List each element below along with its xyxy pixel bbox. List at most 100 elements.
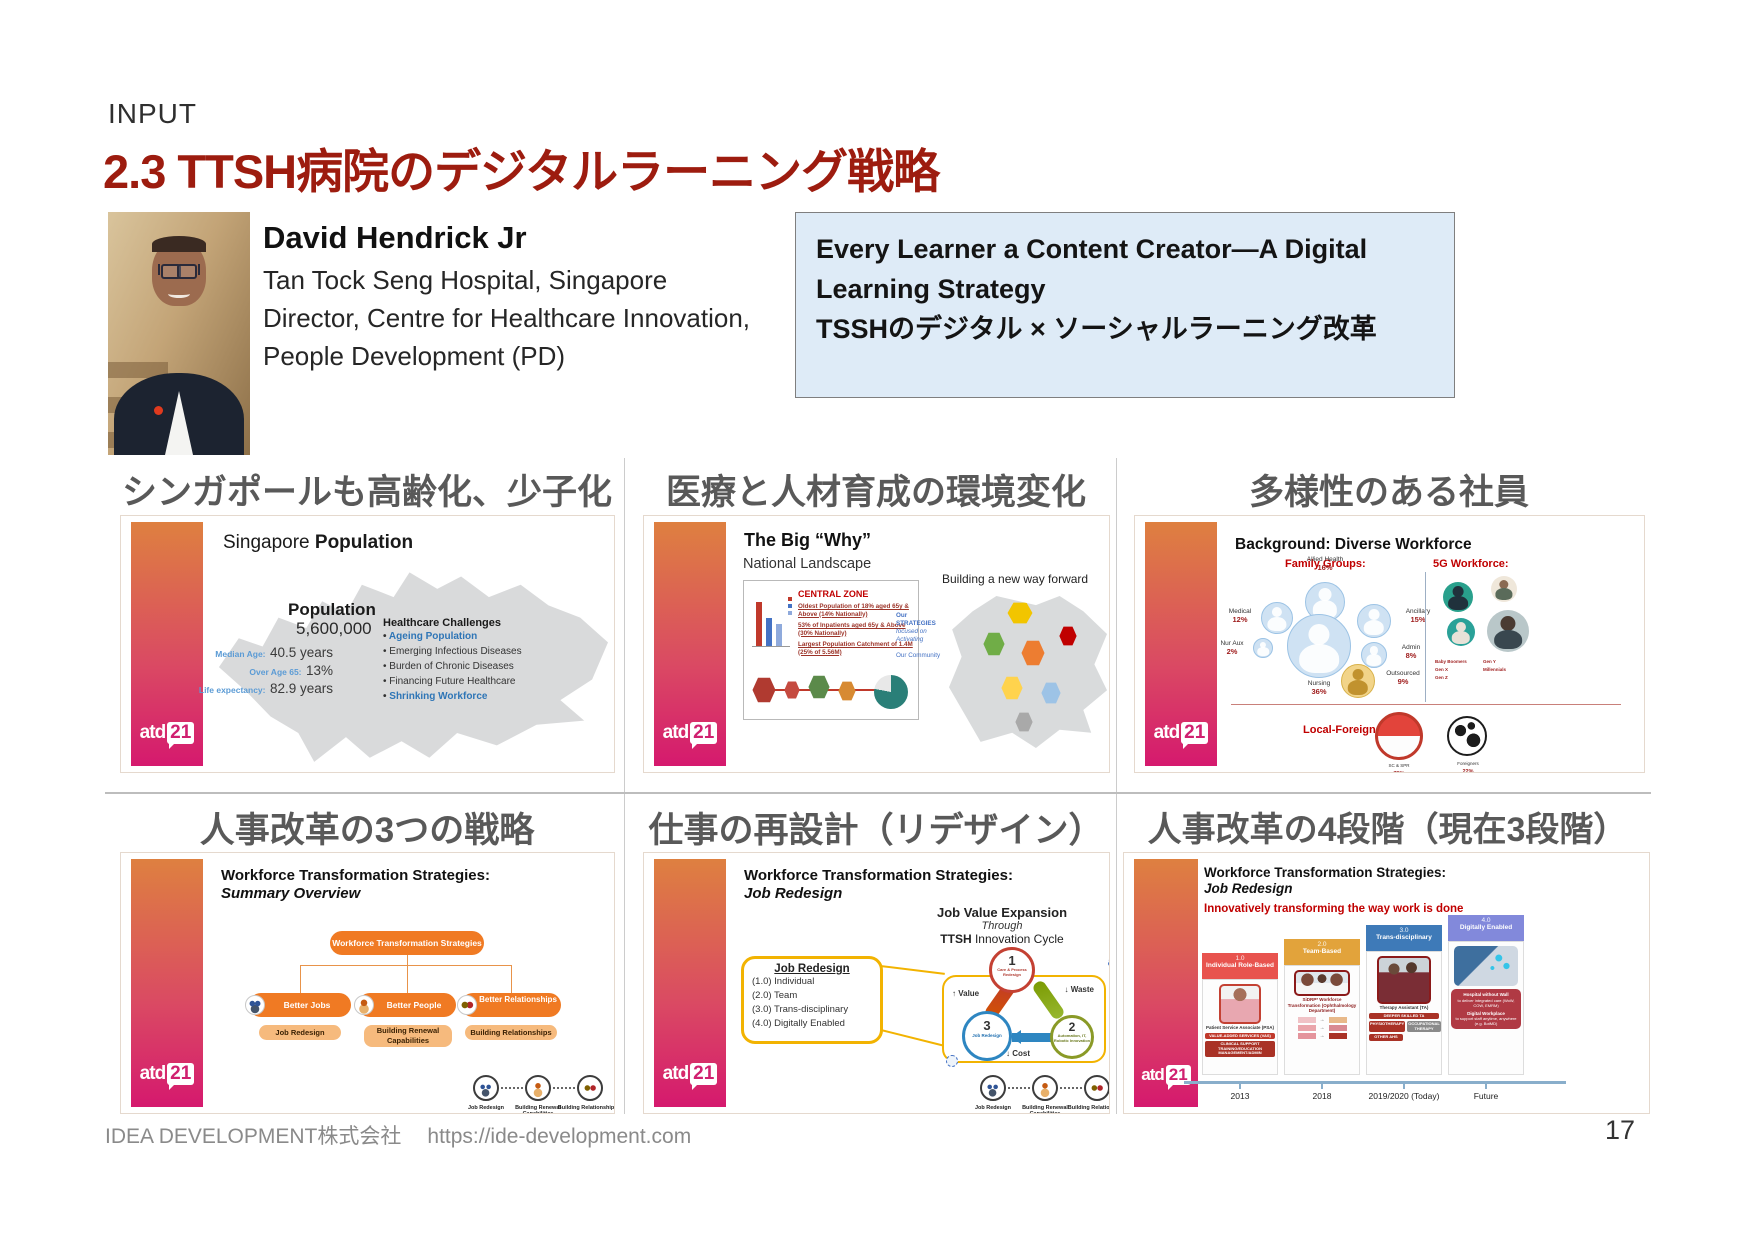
group-name: Admin [1401,644,1421,651]
challenge-item: Emerging Infectious Diseases [383,644,523,659]
stat-value: 40.5 years [269,645,333,660]
sub-pill-relationships: Building Relationships [465,1025,557,1040]
therapy-photo-placeholder [1377,956,1431,1004]
chain-label: Building Renewal Capabilities [515,1105,561,1114]
stage-name: Trans-disciplinary [1376,934,1432,941]
callout-line2: Learning Strategy [816,274,1046,304]
stage-badge: DEEPER SKILLED TA [1369,1012,1439,1020]
chain-dotted-link [1060,1087,1082,1089]
avatar-generation [1487,610,1529,652]
group-label-medical: Medical 12% [1217,608,1263,624]
section-divider [1231,704,1621,705]
local-stat: SC & SPR 78% [1365,762,1433,772]
group-pct: 12% [1232,615,1248,624]
bubble-admin [1361,642,1387,668]
atd-logo-text: atd [1141,1065,1164,1084]
bubble-nur-aux [1253,638,1273,658]
side-note: focused on Activating [896,628,927,643]
hexagon-icon [983,632,1005,656]
central-zone-title: CENTRAL ZONE [798,589,869,599]
bar-red [756,602,762,646]
section-kicker: INPUT [108,98,197,129]
grid-divider-horizontal [105,792,1651,794]
after-box [1328,1024,1347,1031]
side-note: Our STRATEGIES [896,612,936,627]
atd-logo-text: atd [139,722,166,743]
cost-arrow-label: ↓ Cost [1006,1049,1030,1058]
generation-label: Gen X [1435,667,1449,672]
stage-badge: CLINICAL SUPPORT TRAINING/EDUCATION MANA… [1205,1041,1275,1057]
challenge-item: Burden of Chronic Diseases [383,659,523,674]
hexagon-icon [752,677,776,703]
team-photo-placeholder [1294,970,1350,996]
atd-logo-text: atd [1153,722,1180,743]
atd-logo-number: 21 [1165,1065,1191,1090]
mini-bar-chart [752,591,790,647]
bar-lightblue [776,624,782,646]
strategy-callout-box: Every Learner a Content Creator—A Digita… [795,212,1455,398]
mini-slide-title: Workforce Transformation Strategies: [744,867,1013,884]
group-pct: 16% [1317,563,1333,572]
better-relationships-icon [457,995,477,1015]
panel-header-2: 医療と人材育成の環境変化 [665,473,1086,512]
stage-card-1: 1.0 Individual Role-Based Patient Servic… [1202,953,1278,1075]
cycle-circle-1: 1 Care & Process Redesign [989,947,1035,993]
hexagon-icon [1041,682,1061,704]
stat-name: SC & SPR [1388,763,1410,768]
info-line: to support staff anytime, anywhere (e.g.… [1455,1016,1517,1026]
pie-chart-icon [874,675,908,709]
mini-slide-title: The Big “Why” [744,530,871,550]
stat-pct: 22% [1462,769,1474,773]
right-title: Building a new way forward [942,572,1089,586]
healthcare-challenges: Healthcare Challenges Ageing Population … [383,617,523,704]
chain-icon-renewal [1032,1075,1058,1101]
atd-logo-number: 21 [690,722,718,749]
speaker-name: David Hendrick Jr [263,220,527,255]
sub-pill-renewal: Building Renewal Capabilities [364,1025,452,1047]
stage-name: Digitally Enabled [1459,924,1513,931]
group-label-admin: Admin 8% [1389,644,1433,660]
callout-line [881,965,945,975]
group-pct: 9% [1397,677,1409,686]
timeline-tick [1485,1081,1487,1089]
hexagon-icon [1007,602,1033,624]
page-number: 17 [1605,1115,1636,1145]
cycle-arrow-blue [1012,1033,1054,1042]
strategy-map [949,596,1107,748]
before-box [1297,1032,1316,1039]
challenge-item: Ageing Population [383,629,523,644]
stage-name: Individual Role-Based [1206,962,1274,969]
hexagon-icon [1001,676,1023,700]
footer-url[interactable]: https://ide-development.com [427,1125,692,1148]
mini-slide-subtitle: Summary Overview [221,885,361,902]
group-name: Nur Aux [1220,640,1244,647]
innovation-badge-icon [1108,957,1109,969]
callout-box-title: Job Redesign [774,963,850,975]
innovation-cycle-box: ↑ Value ↓ Waste ↓ Cost 1 Care & Process … [942,947,1109,1067]
challenge-item: Shrinking Workforce [383,689,523,704]
local-foreign-title: Local-Foreign: [1303,724,1380,736]
cycle-circle-2: 2 Automation, IT, Robotic Innovation [1050,1015,1094,1059]
grid-divider-vertical-1 [624,458,625,1114]
chain-dotted-link [553,1087,575,1089]
stat-label: Life expectancy: [198,685,266,695]
bubble-nursing [1287,614,1351,678]
psa-photo-placeholder [1219,984,1261,1024]
singapore-flag-icon [1375,712,1423,760]
generation-label: Gen Z [1435,675,1448,680]
mini-slide-title: Singapore Population [223,532,413,554]
value-ttsh: TTSH [940,932,972,946]
stat-value: 13% [305,663,333,678]
stage-name: Team-Based [1302,948,1342,955]
value-title: Job Value Expansion [936,905,1068,920]
stat-value: 82.9 years [269,681,333,696]
legend-swatch [788,604,792,608]
arrow-glyph: → [1319,1024,1325,1031]
